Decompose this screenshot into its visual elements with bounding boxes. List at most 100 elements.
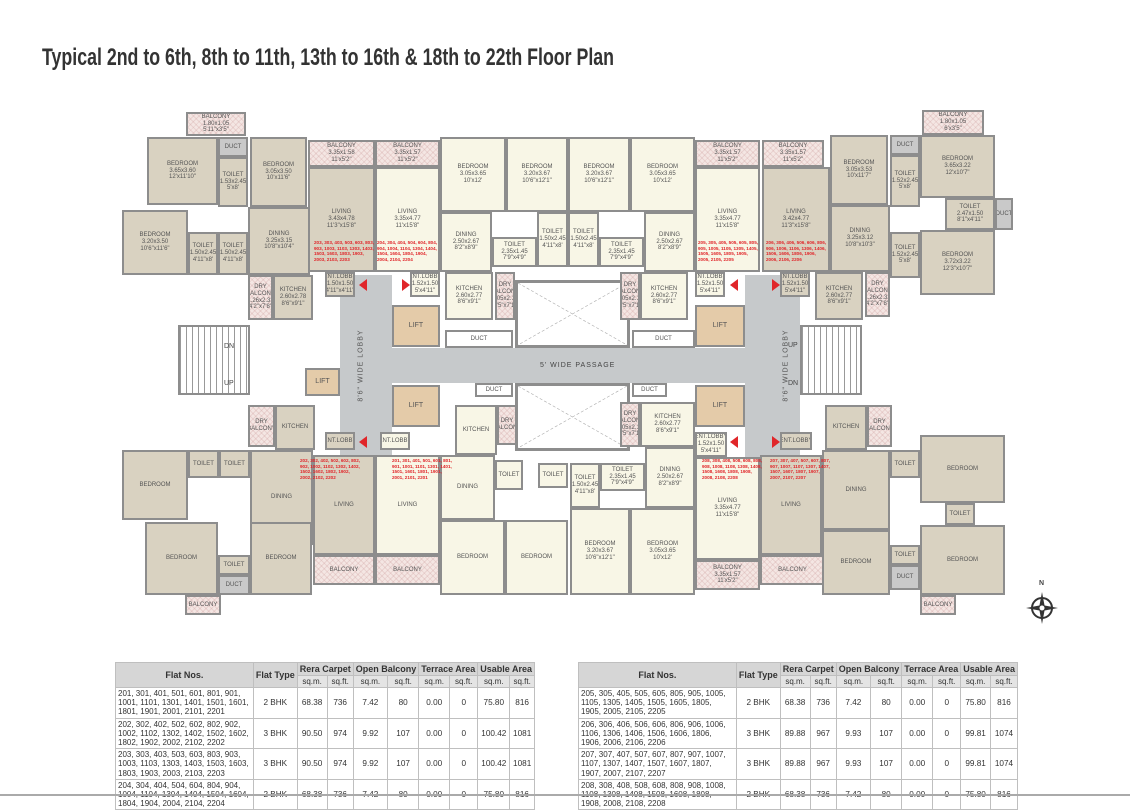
room-dimensions-m: 1.53x2.45 — [219, 178, 247, 185]
area-value: 0.00 — [418, 687, 451, 719]
room-label: LIVING — [717, 498, 738, 505]
room-dimensions-ft: 4'2"x7'8" — [249, 304, 272, 311]
compass-north-label: N — [1039, 580, 1045, 587]
room-duct: DUCT — [632, 330, 695, 348]
staircase-left — [178, 325, 250, 395]
room-dimensions-m: 3.35x4.77 — [394, 216, 421, 223]
room-dimensions-m: 1.50x2.45 — [219, 250, 247, 257]
room-toilet: TOILET — [538, 463, 568, 488]
room-dimensions-ft: 10'6"x12'1" — [585, 554, 615, 561]
room-label: BEDROOM — [840, 559, 872, 566]
header-sqft: sq.ft. — [870, 675, 903, 688]
flat-number-list: 202, 302, 402, 502, 602, 802, 902, 1002,… — [300, 458, 361, 480]
room-label: ENT.LOBBY — [780, 437, 812, 444]
area-value: 0 — [449, 687, 479, 719]
room-label: DRY BALCONY — [869, 419, 890, 432]
stair-dn-right: DN — [788, 380, 799, 387]
room-duct: DUCT — [475, 383, 513, 397]
room-label: LIVING — [717, 209, 738, 216]
area-value: 0 — [932, 687, 962, 719]
room-label: TOILET — [222, 243, 244, 250]
room-label: TOILET — [224, 460, 245, 467]
area-value: 75.80 — [477, 687, 511, 719]
header-terrace-area: Terrace Area — [418, 662, 479, 676]
room-label: ENT.LOBBY — [780, 274, 810, 281]
area-value: 107 — [870, 748, 903, 780]
open-shaft-bottom — [515, 383, 630, 451]
room-dimensions-ft: 5'x4'11" — [700, 447, 722, 454]
entry-arrow-icon — [359, 436, 367, 448]
room-dimensions-m: 3.35x1.57 — [714, 150, 741, 157]
room-dimensions-m: 3.43x4.78 — [328, 216, 355, 223]
room-duct: DUCT — [890, 135, 920, 155]
room-dimensions-ft: 3'5"x7'1" — [496, 302, 515, 309]
area-value: 0 — [449, 748, 479, 780]
flat-numbers: 205, 305, 405, 505, 605, 805, 905, 1005,… — [578, 687, 737, 719]
flat-numbers: 201, 301, 401, 501, 601, 801, 901, 1001,… — [115, 687, 254, 719]
room-label: TOILET — [894, 551, 916, 558]
passage-label: 5' WIDE PASSAGE — [540, 362, 616, 369]
table-row: 205, 305, 405, 505, 605, 805, 905, 1005,… — [578, 687, 1019, 719]
room-label: BALCONY — [393, 566, 422, 573]
room-bedroom: BEDROOM — [440, 520, 505, 595]
header-sqft: sq.ft. — [509, 675, 535, 688]
room-dimensions-m: 1.52x1.50 — [411, 281, 439, 288]
stair-dn-left: DN — [224, 343, 235, 350]
area-value: 7.42 — [352, 687, 389, 719]
room-label: DUCT — [655, 335, 672, 342]
area-value: 80 — [870, 687, 903, 719]
room-label: TOILET — [959, 203, 981, 210]
header-flat-type: Flat Type — [252, 662, 298, 688]
area-value: 7.42 — [835, 687, 872, 719]
room-label: DINING — [271, 494, 292, 501]
room-label: TOILET — [611, 241, 632, 248]
room-label: DINING — [457, 484, 478, 491]
room-toilet: TOILET — [188, 450, 219, 478]
room-dining: DINING — [440, 455, 495, 520]
room-label: BALCONY — [938, 112, 968, 119]
entry-arrow-icon — [730, 436, 738, 448]
header-open-balcony: Open Balcony — [835, 662, 903, 676]
room-label: KITCHEN — [825, 285, 853, 292]
room-dimensions-m: 3.05x3.53 — [845, 166, 873, 173]
room-dimensions-ft: 10'6"x11'6" — [140, 245, 170, 252]
room-label: DUCT — [224, 143, 242, 150]
header-sqm: sq.m. — [779, 675, 811, 688]
header-sqm: sq.m. — [477, 675, 511, 688]
room-dimensions-m: 2.35x1.45 — [501, 248, 528, 255]
area-value: 974 — [326, 717, 354, 750]
room-label: TOILET — [612, 466, 633, 473]
flat-type: 2 BHK — [252, 687, 298, 719]
room-label: BALCONY — [923, 601, 953, 608]
lobby-label-right: 8'6" WIDE LOBBY — [782, 329, 790, 402]
room-dimensions-ft: 5'x4'11" — [699, 287, 721, 294]
room-label: DRY BALCONY — [620, 410, 640, 424]
room-kitchen: KITCHEN — [455, 405, 497, 455]
room-label: LIFT — [408, 321, 424, 329]
room-label: BALCONY — [201, 113, 231, 120]
stair-up-right: UP — [788, 342, 798, 349]
area-value: 99.81 — [960, 717, 991, 750]
room-ent-lobby: ENT.LOBBY — [780, 432, 812, 450]
table-row: 207, 307, 407, 507, 607, 807, 907, 1007,… — [578, 748, 1019, 780]
room-label: TOILET — [192, 243, 214, 250]
table-row: 201, 301, 401, 501, 601, 801, 901, 1001,… — [115, 687, 535, 719]
area-value: 0 — [932, 717, 962, 750]
room-dimensions-m: 3.35x1.57 — [779, 150, 807, 157]
room-label: BEDROOM — [646, 164, 678, 171]
